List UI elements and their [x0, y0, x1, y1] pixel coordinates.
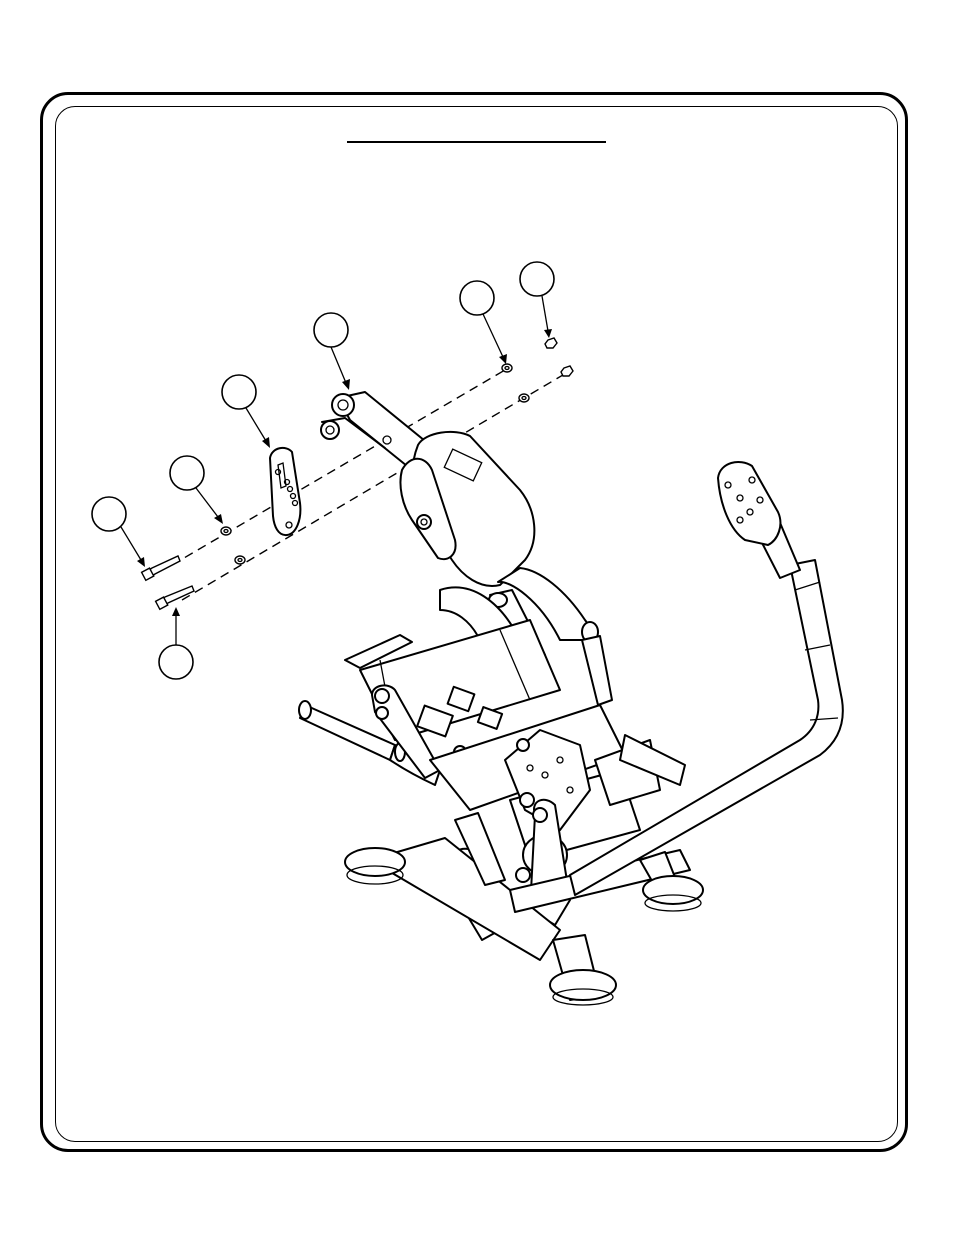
callout-6: [92, 497, 145, 567]
lower-bolt: [156, 586, 194, 609]
nuts: [545, 338, 573, 376]
upper-bolt: [142, 556, 180, 580]
adjustment-plate: [270, 448, 300, 535]
callout-7: [159, 607, 193, 679]
rear-pad-block: [345, 620, 560, 740]
callout-5: [170, 456, 223, 524]
callout-1: [314, 313, 350, 390]
callout-2: [460, 281, 507, 364]
callout-4: [222, 375, 270, 448]
cam-shroud: [400, 432, 534, 586]
callout-3: [520, 262, 554, 338]
